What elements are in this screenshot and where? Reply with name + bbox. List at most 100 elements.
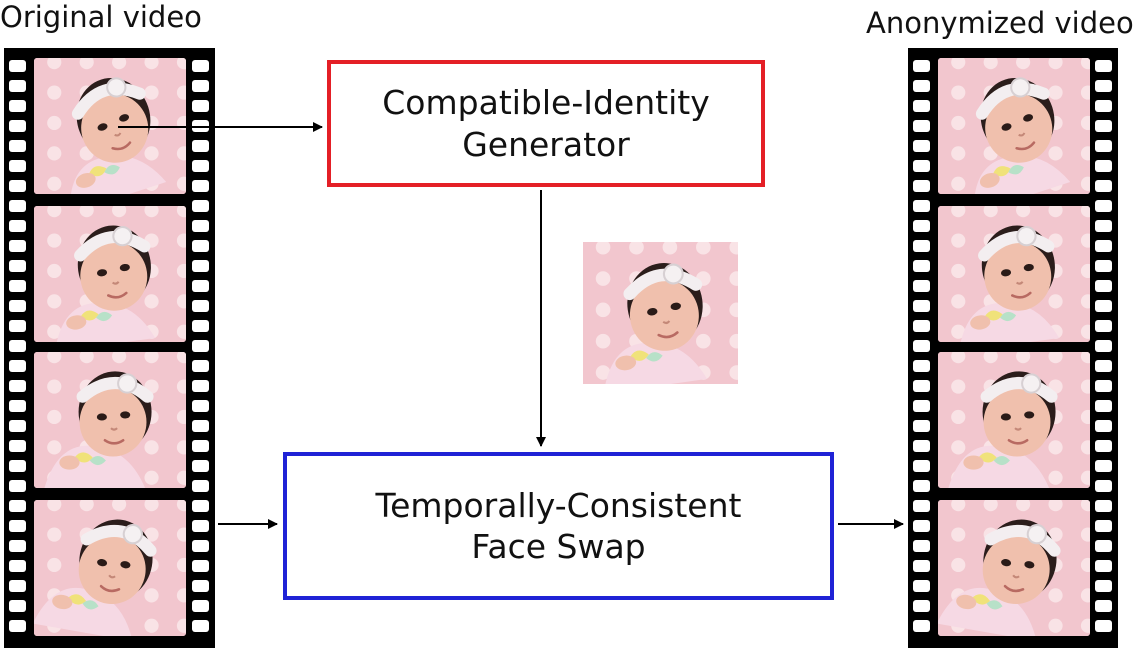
film-hole xyxy=(1095,200,1112,212)
film-hole xyxy=(1095,120,1112,132)
film-hole xyxy=(1095,600,1112,612)
film-hole xyxy=(913,80,930,92)
film-hole xyxy=(192,260,209,272)
film-hole xyxy=(913,500,930,512)
film-hole xyxy=(1095,220,1112,232)
film-hole xyxy=(913,320,930,332)
film-hole xyxy=(192,520,209,532)
film-hole xyxy=(192,540,209,552)
film-hole xyxy=(192,560,209,572)
film-hole xyxy=(1095,460,1112,472)
film-hole xyxy=(9,540,26,552)
film-hole xyxy=(1095,400,1112,412)
film-hole xyxy=(192,200,209,212)
film-hole xyxy=(192,240,209,252)
film-hole xyxy=(913,520,930,532)
film-hole xyxy=(9,400,26,412)
anonymized-video-filmstrip xyxy=(908,48,1118,648)
film-hole xyxy=(192,100,209,112)
film-hole xyxy=(192,360,209,372)
anonymized-video-frame xyxy=(938,352,1090,488)
original-video-frame xyxy=(34,352,186,488)
compatible-identity-generator-block: Compatible-Identity Generator xyxy=(327,60,765,187)
film-hole xyxy=(9,200,26,212)
film-hole xyxy=(192,180,209,192)
film-hole xyxy=(1095,80,1112,92)
film-hole xyxy=(1095,540,1112,552)
temporally-consistent-face-swap-block: Temporally-Consistent Face Swap xyxy=(283,452,834,600)
film-hole xyxy=(192,320,209,332)
film-perforations xyxy=(910,48,934,648)
film-hole xyxy=(9,440,26,452)
film-hole xyxy=(1095,580,1112,592)
film-hole xyxy=(9,360,26,372)
film-hole xyxy=(913,620,930,632)
film-hole xyxy=(913,600,930,612)
film-hole xyxy=(913,60,930,72)
film-hole xyxy=(1095,280,1112,292)
film-hole xyxy=(9,620,26,632)
film-perforations xyxy=(6,48,30,648)
film-hole xyxy=(192,480,209,492)
film-hole xyxy=(1095,60,1112,72)
film-hole xyxy=(1095,240,1112,252)
film-hole xyxy=(192,220,209,232)
film-hole xyxy=(192,60,209,72)
film-hole xyxy=(913,100,930,112)
film-hole xyxy=(9,460,26,472)
swap-label-line2: Face Swap xyxy=(471,527,646,566)
film-hole xyxy=(9,120,26,132)
film-hole xyxy=(9,500,26,512)
film-hole xyxy=(9,220,26,232)
film-hole xyxy=(192,140,209,152)
film-hole xyxy=(1095,180,1112,192)
film-hole xyxy=(1095,160,1112,172)
film-hole xyxy=(1095,480,1112,492)
generated-identity-face-image xyxy=(583,242,738,384)
film-hole xyxy=(192,620,209,632)
film-hole xyxy=(9,280,26,292)
film-hole xyxy=(9,80,26,92)
film-hole xyxy=(913,340,930,352)
film-hole xyxy=(913,480,930,492)
film-hole xyxy=(1095,620,1112,632)
generator-label-line2: Generator xyxy=(462,124,630,164)
film-hole xyxy=(913,540,930,552)
film-hole xyxy=(1095,100,1112,112)
film-hole xyxy=(9,180,26,192)
film-hole xyxy=(9,100,26,112)
film-hole xyxy=(913,440,930,452)
film-hole xyxy=(1095,260,1112,272)
film-perforations xyxy=(1092,48,1116,648)
film-hole xyxy=(1095,420,1112,432)
anonymized-video-frame xyxy=(938,58,1090,194)
film-hole xyxy=(192,160,209,172)
film-hole xyxy=(1095,500,1112,512)
film-hole xyxy=(913,460,930,472)
film-hole xyxy=(1095,340,1112,352)
generator-label-line1: Compatible-Identity xyxy=(382,83,710,123)
film-hole xyxy=(9,560,26,572)
film-hole xyxy=(913,220,930,232)
film-hole xyxy=(192,580,209,592)
film-hole xyxy=(913,400,930,412)
film-hole xyxy=(913,260,930,272)
film-hole xyxy=(9,420,26,432)
film-hole xyxy=(913,420,930,432)
film-hole xyxy=(913,120,930,132)
film-hole xyxy=(913,180,930,192)
film-hole xyxy=(9,480,26,492)
film-hole xyxy=(913,580,930,592)
film-hole xyxy=(913,140,930,152)
film-hole xyxy=(192,80,209,92)
original-video-filmstrip xyxy=(4,48,215,648)
film-hole xyxy=(1095,320,1112,332)
film-hole xyxy=(913,240,930,252)
anonymized-video-label: Anonymized video xyxy=(866,6,1134,40)
film-perforations xyxy=(189,48,213,648)
swap-label-line1: Temporally-Consistent xyxy=(375,485,742,525)
film-hole xyxy=(9,60,26,72)
film-hole xyxy=(9,520,26,532)
original-video-frame xyxy=(34,206,186,342)
